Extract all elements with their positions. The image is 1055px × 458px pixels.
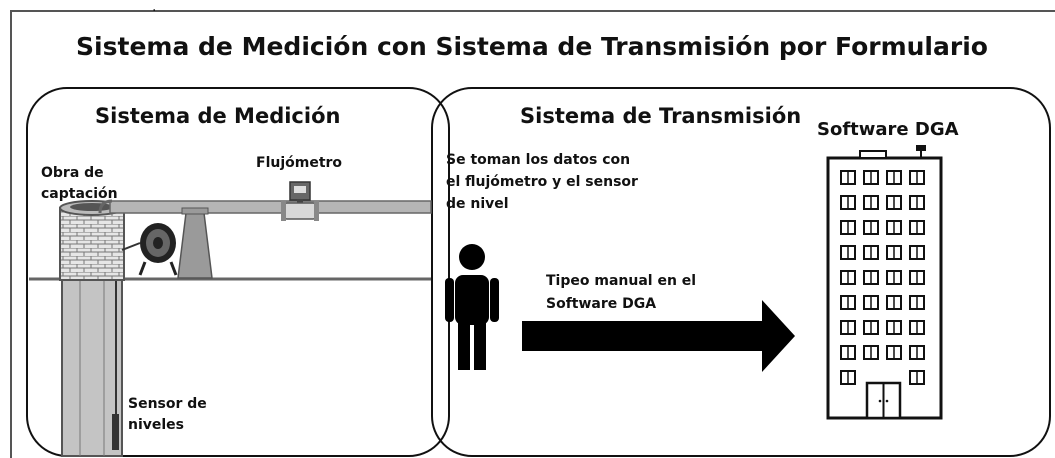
person-icon [445,244,499,370]
building-icon [826,145,943,420]
measurement-panel [26,87,450,457]
pipe-elbow [98,199,113,214]
pipe [109,200,432,214]
transmission-panel-title: Sistema de Transmisión [520,104,802,128]
level-sensor [112,414,119,450]
flowmeter-icon [281,181,319,221]
flowmeter-label: Flujómetro [256,155,343,171]
transmission-panel [431,87,1051,457]
well-icon [59,200,125,281]
image-border [10,10,1055,458]
manual-entry-label: Tipeo manual en el Software DGA [546,273,697,312]
stray-mark: . [152,0,157,15]
diagram-title: Sistema de Medición con Sistema de Trans… [76,32,988,61]
cable-reel-icon [121,223,178,276]
intake-label: Obra de captación [41,165,118,202]
support-cap [181,207,209,215]
level-sensor-label: Sensor de niveles [128,396,207,433]
arrow-icon [522,300,795,372]
measurement-panel-title: Sistema de Medición [95,104,341,128]
data-collection-note: Se toman los datos con el flujómetro y e… [446,152,638,212]
software-dga-label: Software DGA [817,119,959,140]
pipe-support-icon [177,212,213,279]
